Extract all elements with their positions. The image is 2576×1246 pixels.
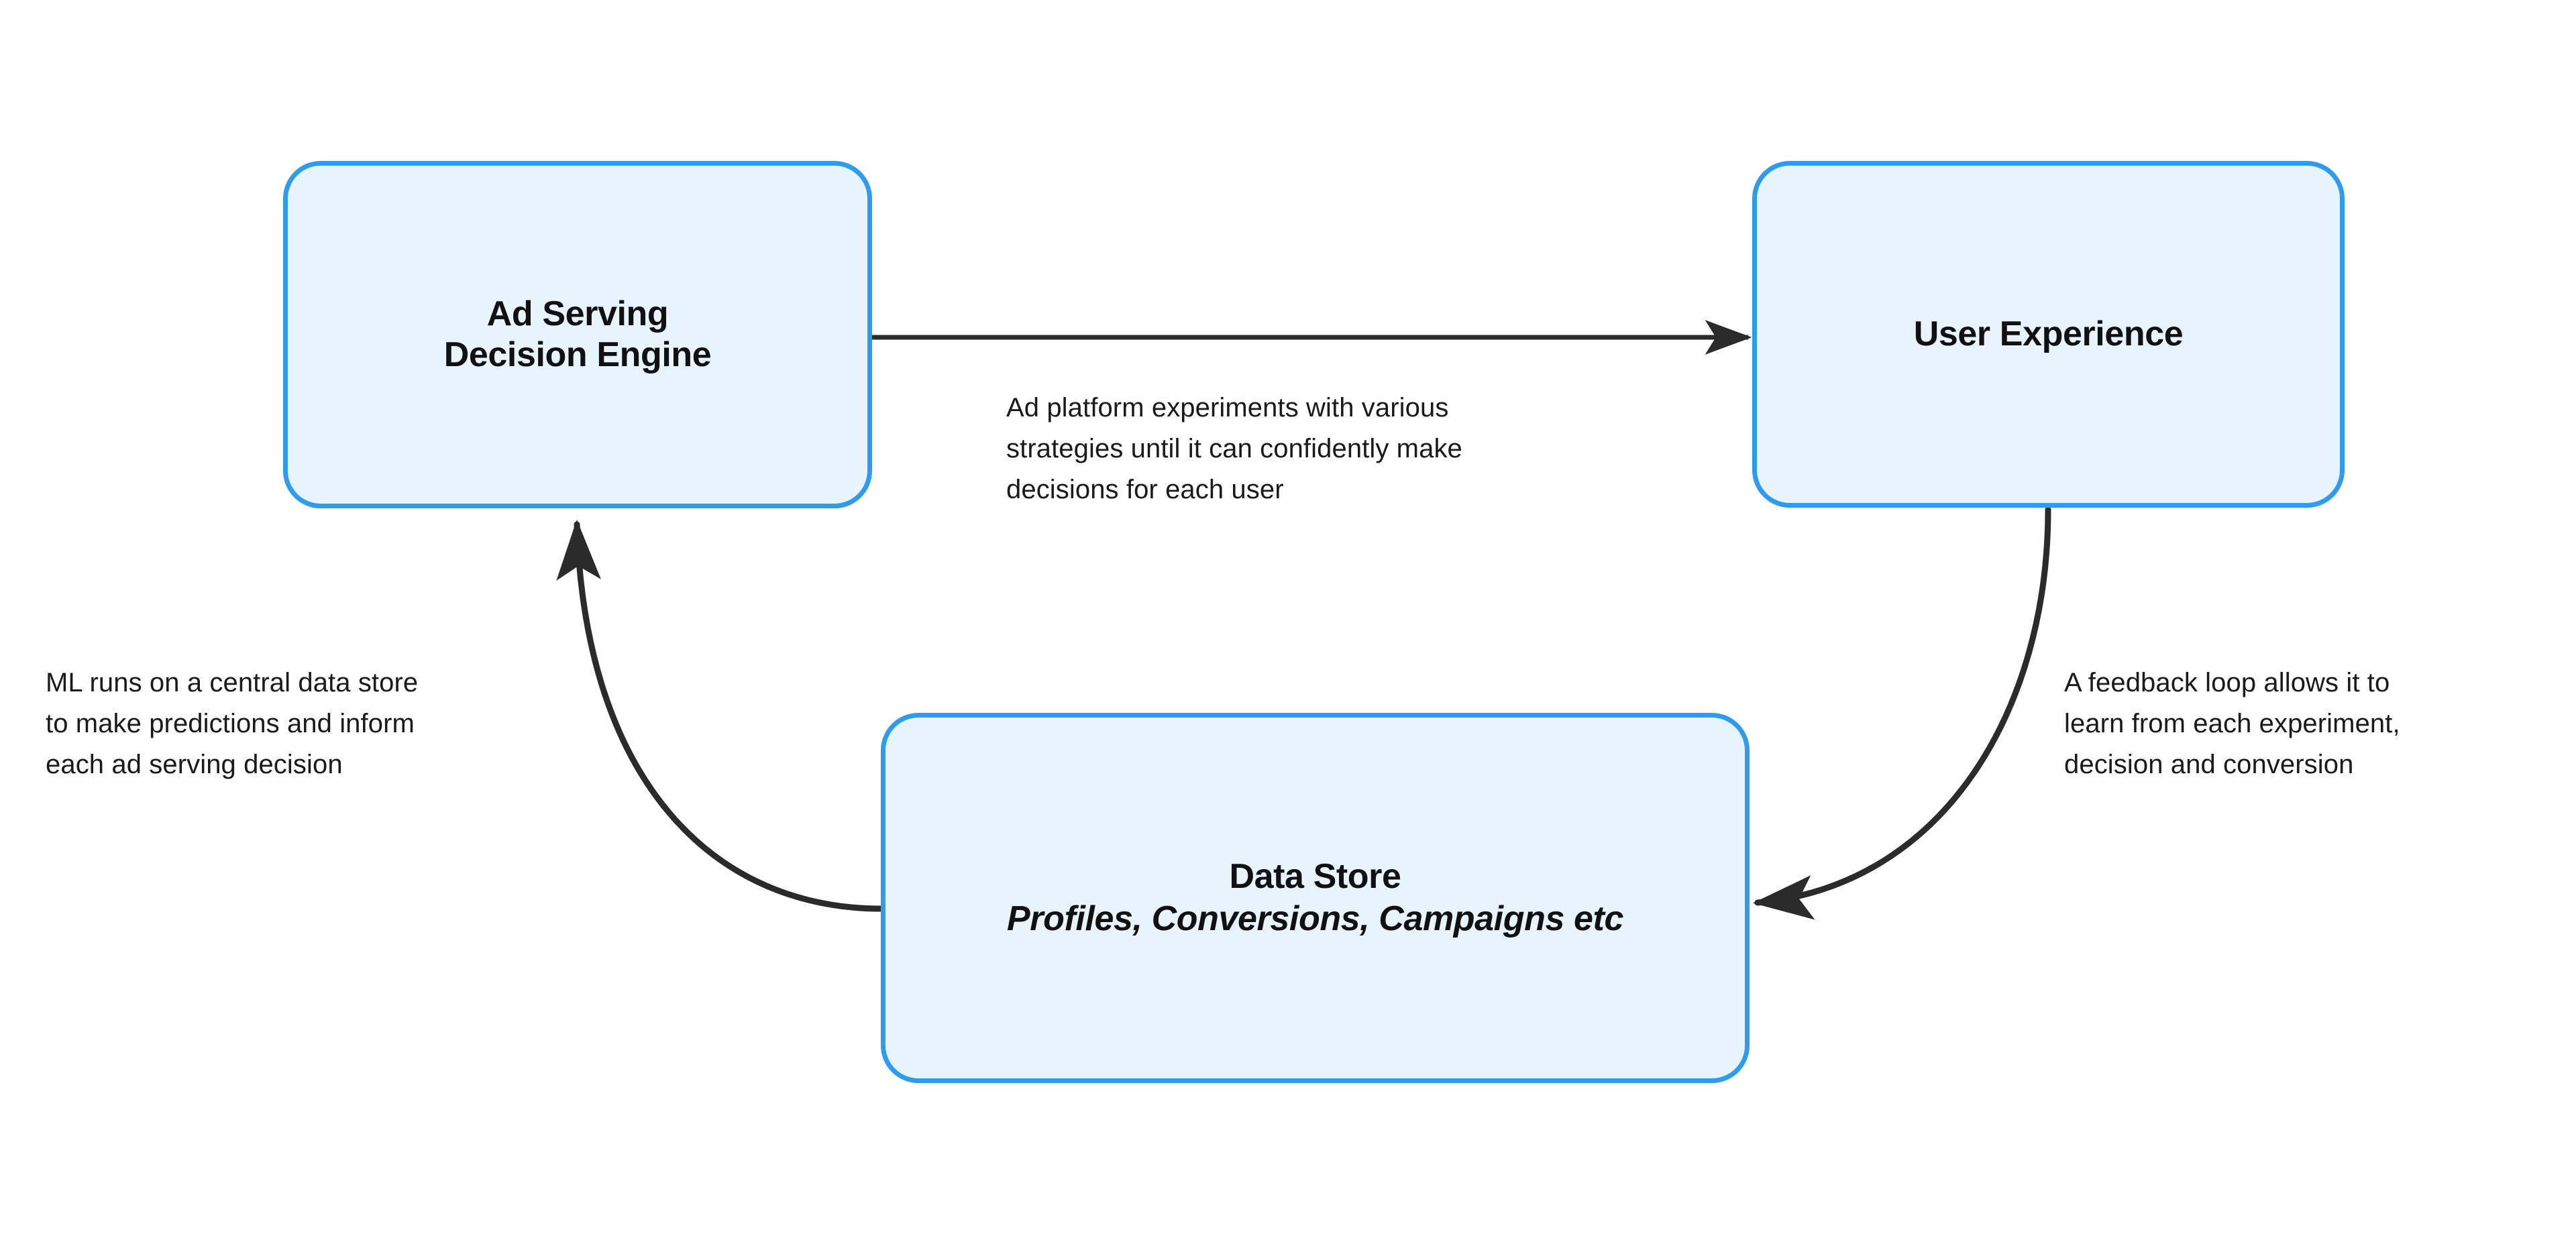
node-ad-serving-title: Ad Serving Decision Engine [443, 294, 712, 374]
node-data-store-subtitle: Profiles, Conversions, Campaigns etc [1007, 899, 1623, 938]
edge-label-engine-to-experience: Ad platform experiments with various str… [1006, 393, 1462, 504]
arrow-experience-to-store [1752, 506, 2051, 920]
edge-label-experience-to-store: A feedback loop allows it to learn from … [2064, 668, 2400, 779]
arrow-store-to-engine [556, 519, 889, 912]
node-user-experience-title: User Experience [1913, 314, 2184, 353]
edge-label-store-to-engine: ML runs on a central data store to make … [46, 668, 419, 779]
node-user-experience[interactable]: User Experience [1752, 161, 2345, 508]
node-ad-serving-decision-engine[interactable]: Ad Serving Decision Engine [283, 161, 872, 508]
node-data-store-title: Data Store [1229, 856, 1401, 896]
node-data-store[interactable]: Data Store Profiles, Conversions, Campai… [881, 713, 1750, 1083]
